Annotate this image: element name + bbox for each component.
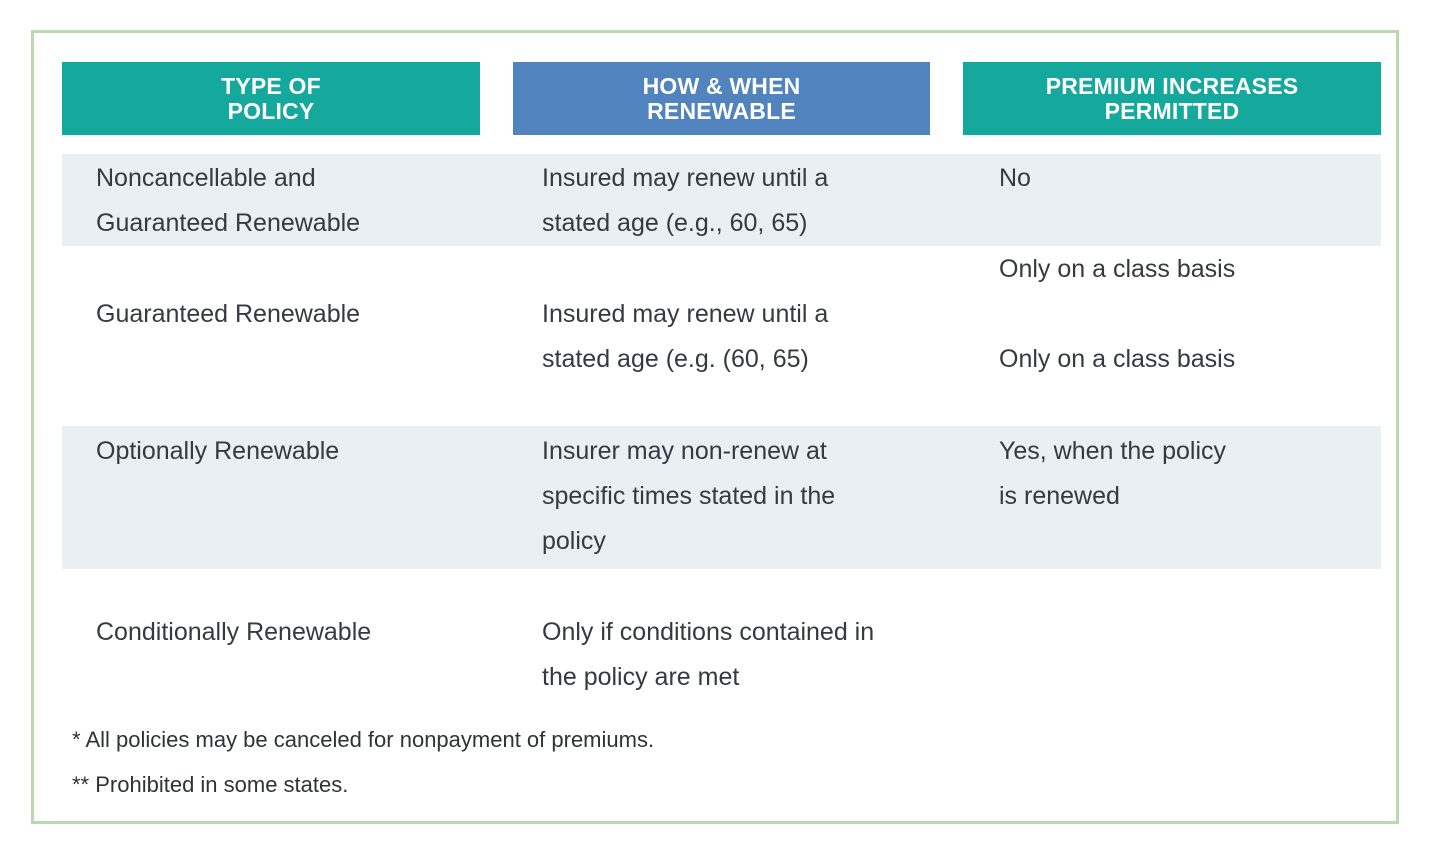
- cell-premium-increases: Only on a class basis Only on a class ba…: [999, 255, 1236, 373]
- table-body: Noncancellable and Guaranteed Renewable …: [34, 33, 1396, 821]
- footnote-nonpayment: * All policies may be canceled for nonpa…: [72, 727, 655, 752]
- cell-premium-increases: Yes, when the policy is renewed: [999, 437, 1227, 510]
- column-header-premium-increases-line2: PERMITTED: [1104, 97, 1240, 124]
- cell-how-when-renewable: Only if conditions contained in the poli…: [542, 618, 875, 691]
- cell-policy-type: Guaranteed Renewable: [96, 300, 361, 328]
- renewability-comparison-table: TYPE OF POLICY HOW & WHEN RENEWABLE PREM…: [31, 30, 1399, 824]
- column-header-type-of-policy-line1: TYPE OF: [221, 72, 321, 99]
- column-header-premium-increases: PREMIUM INCREASES PERMITTED: [963, 62, 1381, 135]
- cell-how-when-renewable: Insurer may non-renew at specific times …: [542, 437, 836, 555]
- cell-how-when-renewable: Insured may renew until a stated age (e.…: [542, 164, 829, 237]
- column-header-how-when-renewable: HOW & WHEN RENEWABLE: [513, 62, 930, 135]
- column-header-how-when-renewable-line2: RENEWABLE: [647, 97, 796, 124]
- cell-policy-type: Conditionally Renewable: [96, 618, 372, 646]
- cell-spacer: [999, 292, 1235, 337]
- cell-policy-type: Optionally Renewable: [96, 437, 340, 465]
- column-header-type-of-policy: TYPE OF POLICY: [62, 62, 480, 135]
- table-row: [62, 426, 1381, 569]
- cell-premium-increases: No: [999, 164, 1031, 192]
- footnote-prohibited-states: ** Prohibited in some states.: [72, 772, 349, 797]
- cell-how-when-renewable: Insured may renew until a stated age (e.…: [542, 300, 829, 373]
- cell-policy-type: Noncancellable and Guaranteed Renewable: [96, 164, 361, 237]
- column-header-how-when-renewable-line1: HOW & WHEN: [642, 72, 801, 99]
- column-header-type-of-policy-line2: POLICY: [227, 97, 315, 124]
- table-header-row: TYPE OF POLICY HOW & WHEN RENEWABLE PREM…: [34, 33, 1396, 135]
- column-header-premium-increases-line1: PREMIUM INCREASES: [1045, 72, 1299, 99]
- table-row: [62, 154, 1381, 246]
